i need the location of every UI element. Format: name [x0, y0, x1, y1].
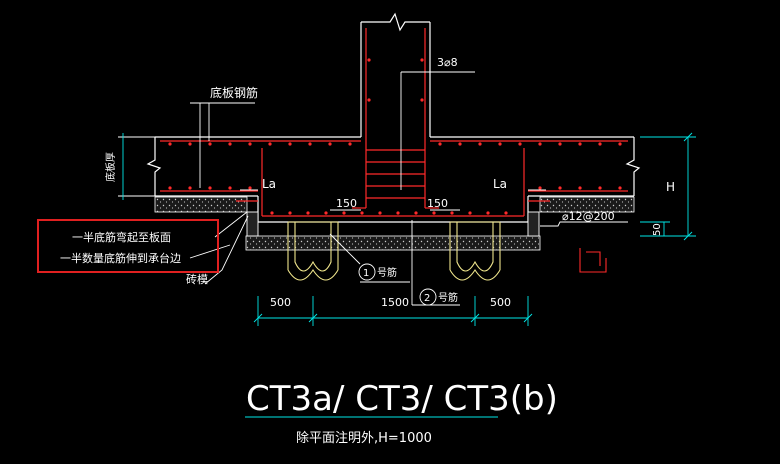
slab-thickness-label: 底板厚 [104, 152, 117, 182]
blinding-left [154, 196, 248, 213]
note-line1: 一半底筋弯起至板面 [72, 230, 171, 244]
bar2-suffix: 号筋 [438, 291, 458, 304]
la-left-label: La [262, 177, 276, 191]
rebar [160, 28, 628, 217]
cover-right-label: 150 [427, 197, 448, 210]
rebar-dots [168, 58, 622, 215]
pile-right [449, 221, 501, 281]
blinding-right [539, 196, 635, 213]
cover-left-label: 150 [336, 197, 357, 210]
bar1-marker [358, 263, 376, 281]
dimension-lines [122, 132, 696, 418]
brick-mold-left [246, 211, 259, 237]
slab-rebar-label: 底板钢筋 [210, 85, 258, 100]
stirrup-label: ⌀12@200 [562, 210, 615, 223]
brick-mold-right [527, 211, 540, 237]
bar2-marker [419, 288, 437, 306]
drawing-subtitle: 除平面注明外,H=1000 [296, 431, 432, 446]
height-label: H [666, 180, 675, 194]
dim-right-label: 500 [490, 296, 511, 309]
column-bars-label: 3⌀8 [437, 56, 458, 69]
dim-50-label: 50 [652, 223, 663, 236]
la-right-label: La [493, 177, 507, 191]
pile-left [287, 221, 339, 281]
leader-lines [118, 71, 628, 306]
note-line2: 一半数量底筋伸到承台边 [60, 251, 181, 265]
note-highlight-box [37, 219, 219, 273]
drawing-title: CT3a/ CT3/ CT3(b) [246, 379, 558, 419]
bar2-number: 2 [424, 293, 430, 304]
dim-mid-label: 1500 [381, 296, 409, 309]
bar1-number: 1 [363, 268, 369, 279]
dim-left-label: 500 [270, 296, 291, 309]
bar1-suffix: 号筋 [377, 266, 397, 279]
corner-detail [579, 248, 607, 273]
brick-mold-label: 砖模 [186, 272, 208, 286]
blinding-under-cap [245, 235, 541, 251]
concrete-outline [146, 12, 641, 223]
